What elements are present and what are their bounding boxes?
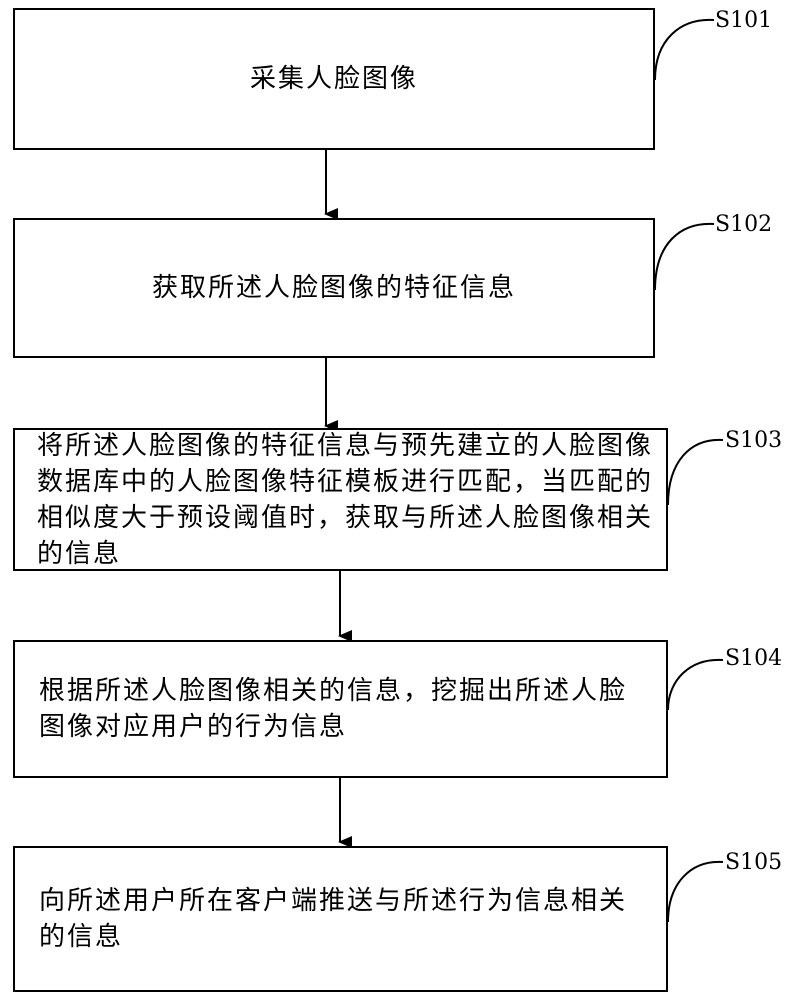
leader-s101 xyxy=(654,18,715,81)
step-box-s101: 采集人脸图像 xyxy=(13,8,655,150)
step-label-s101: S101 xyxy=(715,8,773,33)
step-label-s105: S105 xyxy=(725,850,783,875)
step-text-s105: 向所述用户所在客户端推送与所述行为信息相关的信息 xyxy=(39,886,628,952)
step-text-s103: 将所述人脸图像的特征信息与预先建立的人脸图像数据库中的人脸图像特征模板进行匹配，… xyxy=(37,430,654,569)
step-label-s102: S102 xyxy=(715,212,773,237)
step-label-s103: S103 xyxy=(725,428,783,453)
leader-s103 xyxy=(667,438,724,506)
leader-s105 xyxy=(667,860,724,923)
step-box-s102: 获取所述人脸图像的特征信息 xyxy=(13,218,655,358)
leader-s102 xyxy=(654,222,715,291)
step-text-s101: 采集人脸图像 xyxy=(249,64,418,94)
step-text-s104: 根据所述人脸图像相关的信息，挖掘出所述人脸图像对应用户的行为信息 xyxy=(39,676,628,742)
step-label-s104: S104 xyxy=(725,646,783,671)
step-box-s105: 向所述用户所在客户端推送与所述行为信息相关的信息 xyxy=(13,846,668,992)
leader-s104 xyxy=(667,658,724,711)
step-box-s104: 根据所述人脸图像相关的信息，挖掘出所述人脸图像对应用户的行为信息 xyxy=(13,640,668,778)
step-text-s102: 获取所述人脸图像的特征信息 xyxy=(151,273,516,303)
step-box-s103: 将所述人脸图像的特征信息与预先建立的人脸图像数据库中的人脸图像特征模板进行匹配，… xyxy=(13,428,668,571)
